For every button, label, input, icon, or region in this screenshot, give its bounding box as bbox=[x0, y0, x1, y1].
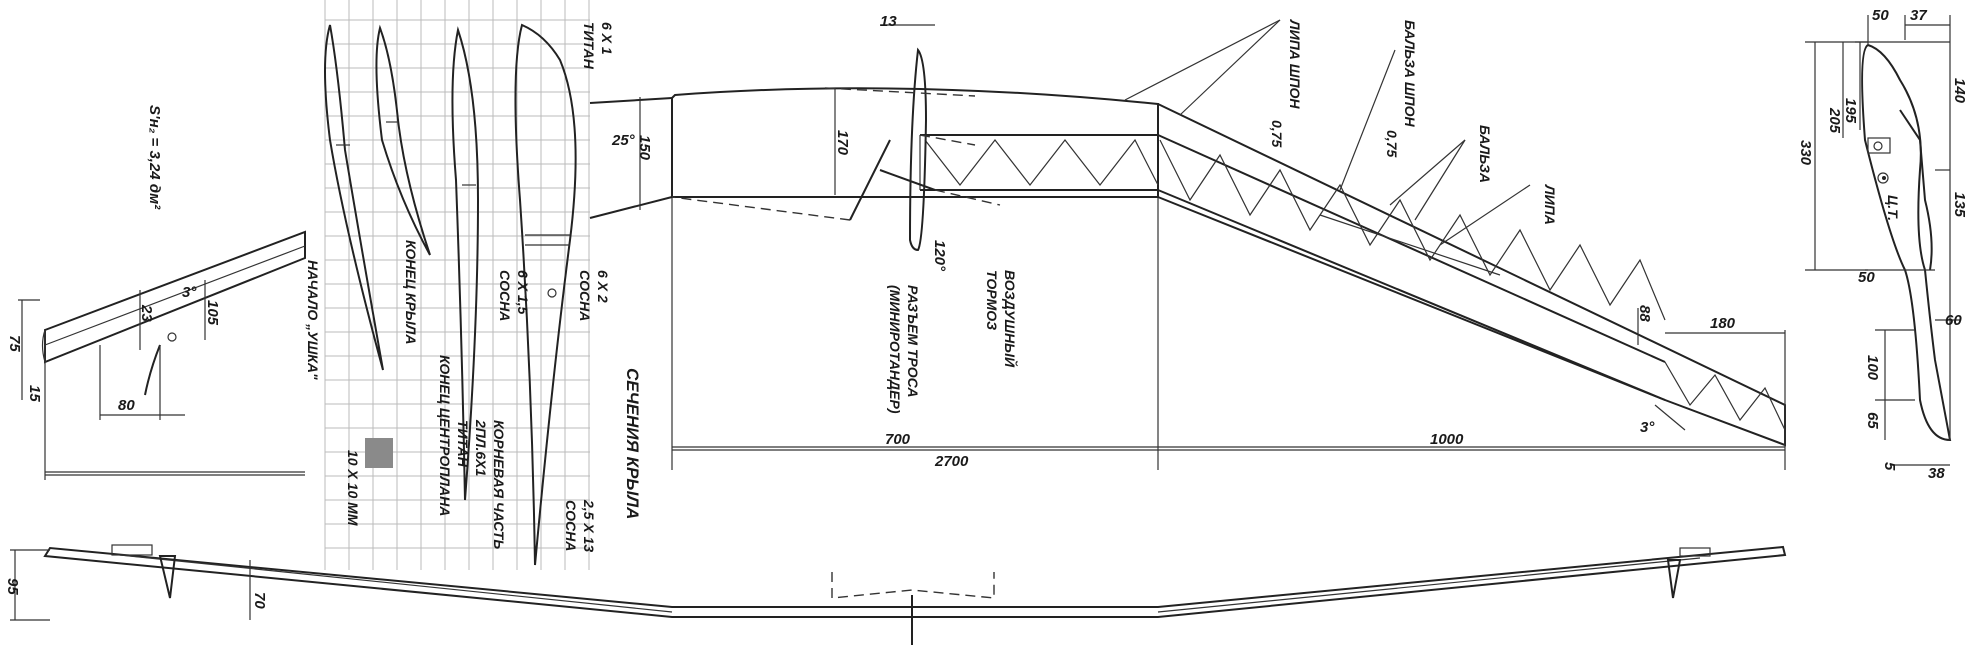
dim-105: 105 bbox=[204, 300, 221, 326]
dim-50-top: 50 bbox=[1872, 7, 1889, 24]
dim-65: 65 bbox=[1864, 412, 1881, 429]
dim-75: 75 bbox=[6, 335, 23, 352]
wing-planform bbox=[45, 19, 1786, 473]
dim-23: 23 bbox=[138, 304, 155, 322]
planform-labels: 13 150 170 25° 120° 3° 700 2700 1000 180… bbox=[611, 13, 1736, 470]
sections-title: СЕЧЕНИЯ КРЫЛА bbox=[623, 368, 642, 519]
formula-text: S'н₂ = 3,24 дм² bbox=[146, 105, 163, 210]
dim-2700: 2700 bbox=[934, 453, 969, 470]
airfoil-sections bbox=[324, 23, 577, 566]
dim-25deg: 25° bbox=[611, 132, 636, 149]
dim-205: 205 bbox=[1826, 107, 1843, 134]
dim-70: 70 bbox=[251, 592, 268, 609]
fin-side-view: 50 37 140 195 205 330 135 Ц.Т. 50 60 100… bbox=[1797, 7, 1968, 482]
dim-180: 180 bbox=[1710, 315, 1736, 332]
dim-3deg: 3° bbox=[182, 284, 197, 301]
dim-37: 37 bbox=[1910, 7, 1927, 24]
grid-scale-swatch bbox=[365, 438, 393, 468]
dim-195: 195 bbox=[1842, 98, 1859, 124]
dim-13: 13 bbox=[880, 13, 897, 30]
label-lipa-shpon: ЛИПА ШПОН bbox=[1287, 19, 1303, 109]
label-sosna-b: СОСНА bbox=[577, 270, 593, 321]
label-6x15: 6 X 1,5 bbox=[515, 270, 531, 315]
label-balsa-shpon: БАЛЬЗА ШПОН bbox=[1402, 20, 1418, 128]
label-cg: Ц.Т. bbox=[1885, 195, 1901, 221]
dim-135: 135 bbox=[1951, 192, 1968, 218]
label-25x13: 2,5 X 13 bbox=[581, 499, 597, 552]
label-cable-release: РАЗЪЕМ ТРОСА bbox=[905, 285, 921, 398]
label-6x1: 6 X 1 bbox=[599, 22, 615, 55]
label-balsa-shpon-t: 0,75 bbox=[1384, 130, 1400, 157]
label-minirotander: (МИНИРОТАНДЕР) bbox=[887, 285, 903, 414]
label-two-pl: 2ПЛ.6X1 bbox=[473, 419, 489, 476]
dim-170: 170 bbox=[834, 130, 851, 156]
sections-grid bbox=[324, 0, 590, 570]
label-sosna-a: СОСНА bbox=[497, 270, 513, 321]
label-6x2: 6 X 2 bbox=[595, 270, 611, 303]
dim-140: 140 bbox=[1951, 78, 1968, 104]
dim-700: 700 bbox=[885, 431, 911, 448]
dim-5: 5 bbox=[1881, 462, 1898, 471]
grid-label: 10 X 10 ММ bbox=[345, 450, 361, 526]
label-center-end: КОНЕЦ ЦЕНТРОПЛАНА bbox=[437, 355, 453, 516]
dim-60: 60 bbox=[1945, 312, 1962, 329]
label-lipa: ЛИПА bbox=[1542, 184, 1558, 225]
dim-15: 15 bbox=[26, 385, 43, 402]
dim-150: 150 bbox=[636, 135, 653, 161]
stabilizer-view: S'н₂ = 3,24 дм² 105 3° 23 75 15 80 bbox=[6, 105, 306, 480]
front-view: 95 70 bbox=[4, 544, 1787, 645]
label-balsa: БАЛЬЗА bbox=[1477, 125, 1493, 183]
dim-38: 38 bbox=[1928, 465, 1945, 482]
label-titan-root: ТИТАН bbox=[455, 420, 471, 468]
dim-3deg-tip: 3° bbox=[1640, 419, 1655, 436]
dim-50-low: 50 bbox=[1858, 269, 1875, 286]
label-ear-start: НАЧАЛО „УШКА" bbox=[305, 260, 321, 380]
dim-1000: 1000 bbox=[1430, 431, 1464, 448]
dim-120deg: 120° bbox=[931, 240, 948, 272]
dim-88: 88 bbox=[1636, 305, 1653, 322]
label-lipa-shpon-t: 0,75 bbox=[1269, 120, 1285, 147]
label-air-brake: ВОЗДУШНЫЙ bbox=[1002, 270, 1019, 368]
label-wing-end: КОНЕЦ КРЫЛА bbox=[403, 240, 419, 345]
dim-100: 100 bbox=[1864, 355, 1881, 381]
label-root-part: КОРНЕВАЯ ЧАСТЬ bbox=[491, 420, 507, 549]
label-air-brake2: ТОРМОЗ bbox=[984, 270, 1000, 330]
label-titan-top: ТИТАН bbox=[581, 22, 597, 70]
dim-80: 80 bbox=[118, 397, 135, 414]
dim-330: 330 bbox=[1797, 140, 1814, 166]
dim-95: 95 bbox=[4, 578, 21, 595]
label-sosna-c: СОСНА bbox=[563, 500, 579, 551]
section-labels: НАЧАЛО „УШКА" КОНЕЦ КРЫЛА КОНЕЦ ЦЕНТРОПЛ… bbox=[305, 22, 642, 552]
